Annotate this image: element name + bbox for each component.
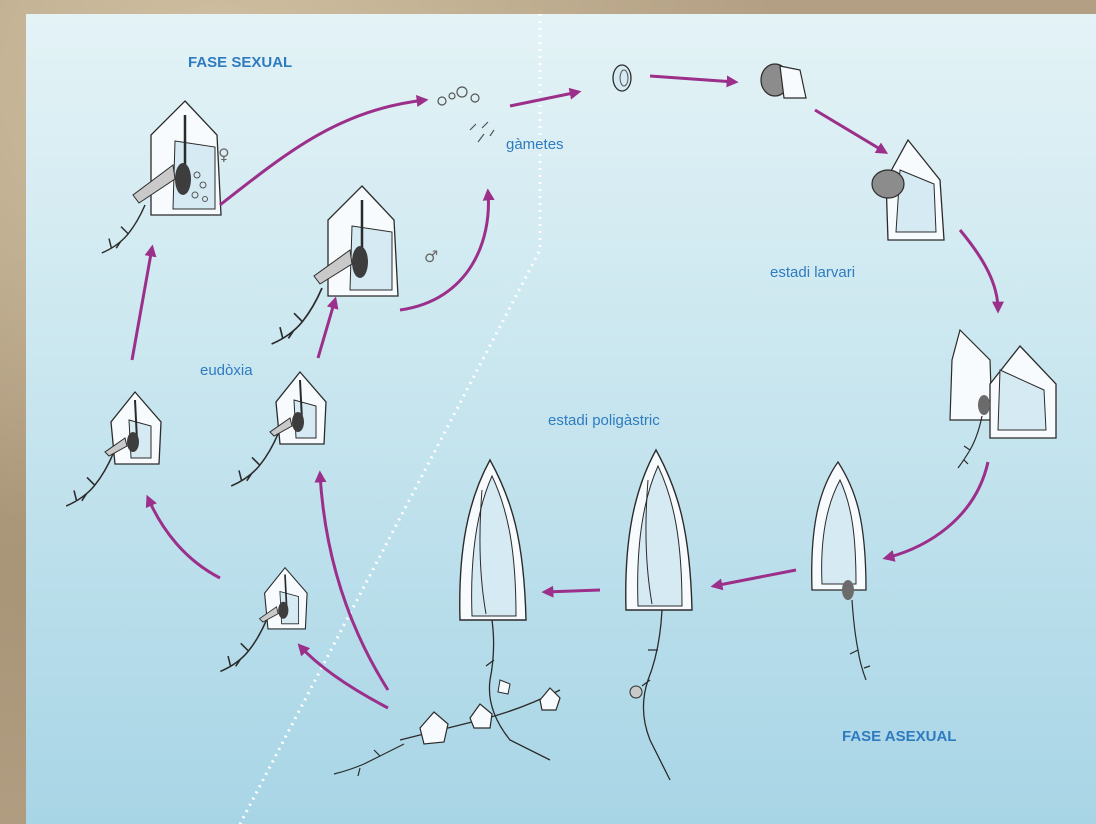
arrow-male-to-gametes: [400, 192, 488, 310]
larva-with-nectophore: [872, 140, 944, 240]
young-polygastric-colony: [812, 462, 870, 680]
sexual-phase-label: FASE SEXUAL: [188, 54, 292, 71]
polygastric-colony-chain: [334, 688, 560, 776]
arrow-colony-to-young-right: [320, 474, 388, 690]
arrow-larva-to-two-nectophores: [960, 230, 998, 310]
eudoxid-male-mature: [272, 186, 398, 344]
female-symbol: ♀: [218, 145, 230, 164]
egg: [613, 65, 631, 91]
polygastric-nectophore-1: [626, 450, 692, 780]
asexual-phase-label: FASE ASEXUAL: [842, 728, 956, 745]
arrow-to-polygastric-1: [714, 570, 796, 586]
eudoxid-released: [220, 568, 307, 672]
eudoxid-female-mature: [102, 101, 221, 253]
larva-two-nectophores: [950, 330, 1056, 468]
arrow-to-young-polygastric: [886, 462, 988, 558]
arrow-released-to-young-left: [148, 498, 220, 578]
gametes-label: gàmetes: [506, 136, 564, 153]
male-symbol: ♂: [424, 247, 438, 266]
arrow-gametes-to-egg: [510, 92, 578, 106]
cycle-arrows: [132, 76, 998, 708]
arrow-egg-to-early-larva: [650, 76, 735, 82]
larval-stage-label: estadi larvari: [770, 264, 855, 281]
early-larva: [761, 64, 806, 98]
arrow-colony-to-released-eudoxid: [300, 646, 388, 708]
eudoxid-young-left: [66, 392, 161, 506]
polygastric-stage-label: estadi poligàstric: [548, 412, 660, 429]
arrow-female-to-gametes: [220, 100, 425, 205]
arrow-young-left-to-female: [132, 248, 152, 360]
arrow-early-larva-to-larva: [815, 110, 885, 152]
gametes-cluster: [438, 87, 494, 142]
arrow-polygastric-1-to-2: [545, 590, 600, 592]
eudoxia-label: eudòxia: [200, 362, 253, 379]
arrow-young-right-to-male: [318, 300, 335, 358]
eudoxid-young-right: [231, 372, 326, 486]
